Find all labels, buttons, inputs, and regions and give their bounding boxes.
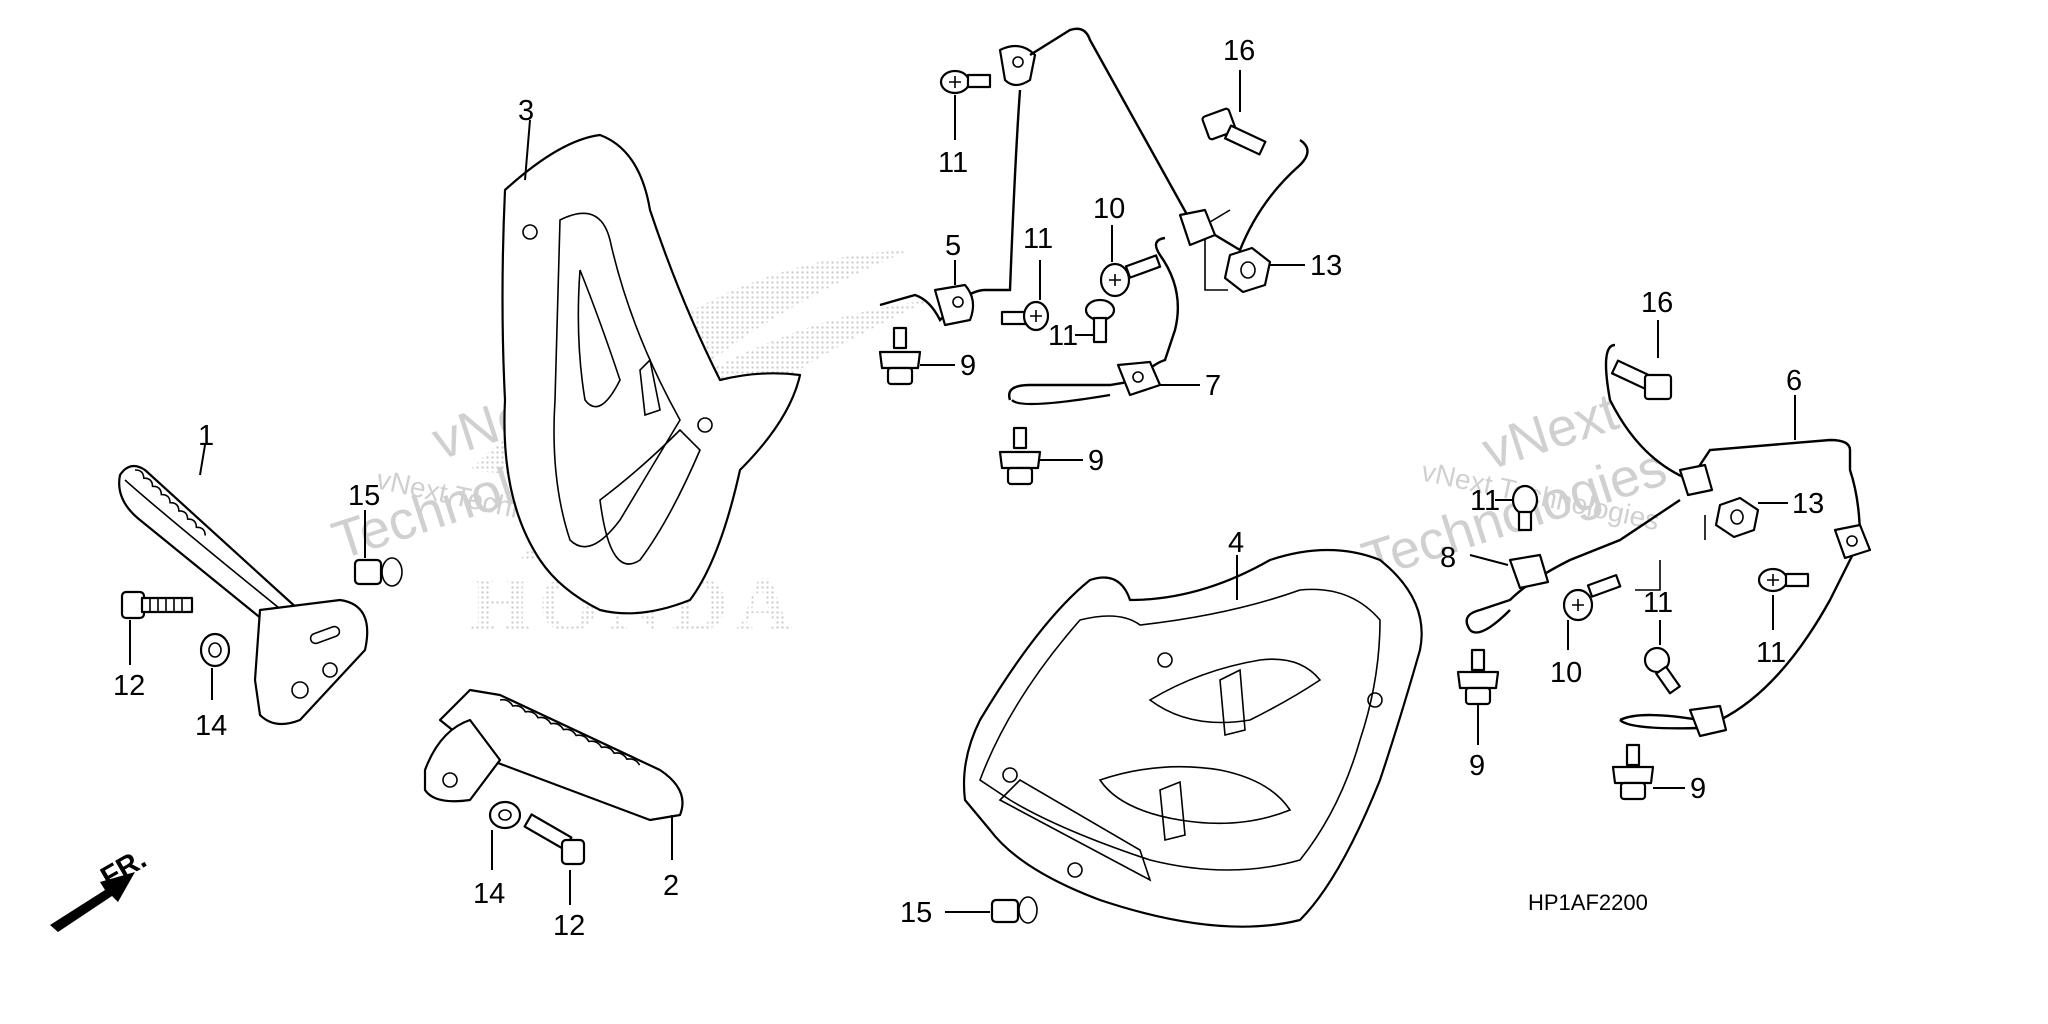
- leader-3: [524, 119, 531, 181]
- callout-11e: 11: [1756, 637, 1786, 669]
- callout-14b: 14: [473, 878, 505, 910]
- part-12-bolt-lower: [523, 813, 586, 866]
- part-1-footpeg: [118, 464, 369, 726]
- part-16-bolt-right: [1610, 359, 1673, 401]
- callout-11c: 11: [1048, 320, 1078, 352]
- callout-11d: 11: [1470, 485, 1500, 517]
- part-13-nut-top: [1223, 246, 1272, 294]
- part-11-screw-top-a: [939, 69, 992, 95]
- callout-9c: 9: [1469, 750, 1485, 782]
- callout-10a: 10: [1093, 193, 1125, 225]
- part-9-bolt-right-b: [1611, 743, 1655, 801]
- part-14-washer-left: [199, 632, 231, 668]
- callout-1: 1: [198, 420, 214, 452]
- callout-13a: 13: [1310, 250, 1342, 282]
- part-6-stay: [1604, 343, 1872, 738]
- part-9-bolt-mid: [998, 426, 1042, 486]
- callout-14a: 14: [195, 710, 227, 742]
- callout-2: 2: [663, 870, 679, 902]
- callout-12b: 12: [553, 910, 585, 942]
- part-9-bolt-right-a: [1456, 648, 1500, 706]
- part-14-washer-lower: [488, 800, 522, 830]
- callout-9d: 9: [1690, 773, 1706, 805]
- part-11-screw-right-c: [1643, 646, 1681, 695]
- part-11-screw-top-c: [1084, 298, 1116, 344]
- part-10-screw-top: [1099, 254, 1162, 298]
- part-5-stay: [879, 27, 1309, 327]
- leader-8: [1469, 554, 1509, 566]
- part-12-bolt-left: [120, 590, 194, 620]
- part-3-cover: [501, 133, 802, 615]
- callout-8: 8: [1440, 542, 1456, 574]
- callout-16a: 16: [1223, 35, 1255, 67]
- part-11-screw-top-b: [1000, 300, 1050, 332]
- leader-1: [199, 444, 206, 476]
- callout-5: 5: [945, 230, 961, 262]
- callout-3: 3: [518, 95, 534, 127]
- callout-9a: 9: [960, 350, 976, 382]
- callout-15b: 15: [900, 897, 932, 929]
- part-8-stay: [1465, 499, 1681, 634]
- callout-7: 7: [1205, 370, 1221, 402]
- part-4-cover: [962, 548, 1423, 928]
- part-11-screw-right-a: [1511, 484, 1539, 532]
- part-9-bolt-top: [878, 326, 922, 386]
- part-16-bolt-top: [1201, 107, 1267, 156]
- diagram-code: HP1AF2200: [1528, 890, 1648, 915]
- callout-4: 4: [1228, 527, 1244, 559]
- callout-11a: 11: [938, 147, 968, 179]
- front-arrow-icon: [50, 872, 135, 932]
- callout-15a: 15: [348, 480, 380, 512]
- callout-10b: 10: [1550, 657, 1582, 689]
- bracket-line-right: [1635, 515, 1706, 591]
- part-2-footpeg: [423, 688, 684, 822]
- part-15-clip-lower: [990, 896, 1038, 924]
- callout-9b: 9: [1088, 445, 1104, 477]
- callout-11b: 11: [1023, 223, 1053, 255]
- part-15-clip-left: [353, 557, 403, 587]
- callout-16b: 16: [1641, 287, 1673, 319]
- part-13-nut-right: [1714, 496, 1760, 539]
- part-10-screw-right: [1562, 574, 1622, 622]
- callout-13b: 13: [1792, 488, 1824, 520]
- part-11-screw-right-b: [1757, 567, 1810, 593]
- callout-6: 6: [1786, 365, 1802, 397]
- callout-12a: 12: [113, 670, 145, 702]
- callout-11f: 11: [1643, 587, 1673, 619]
